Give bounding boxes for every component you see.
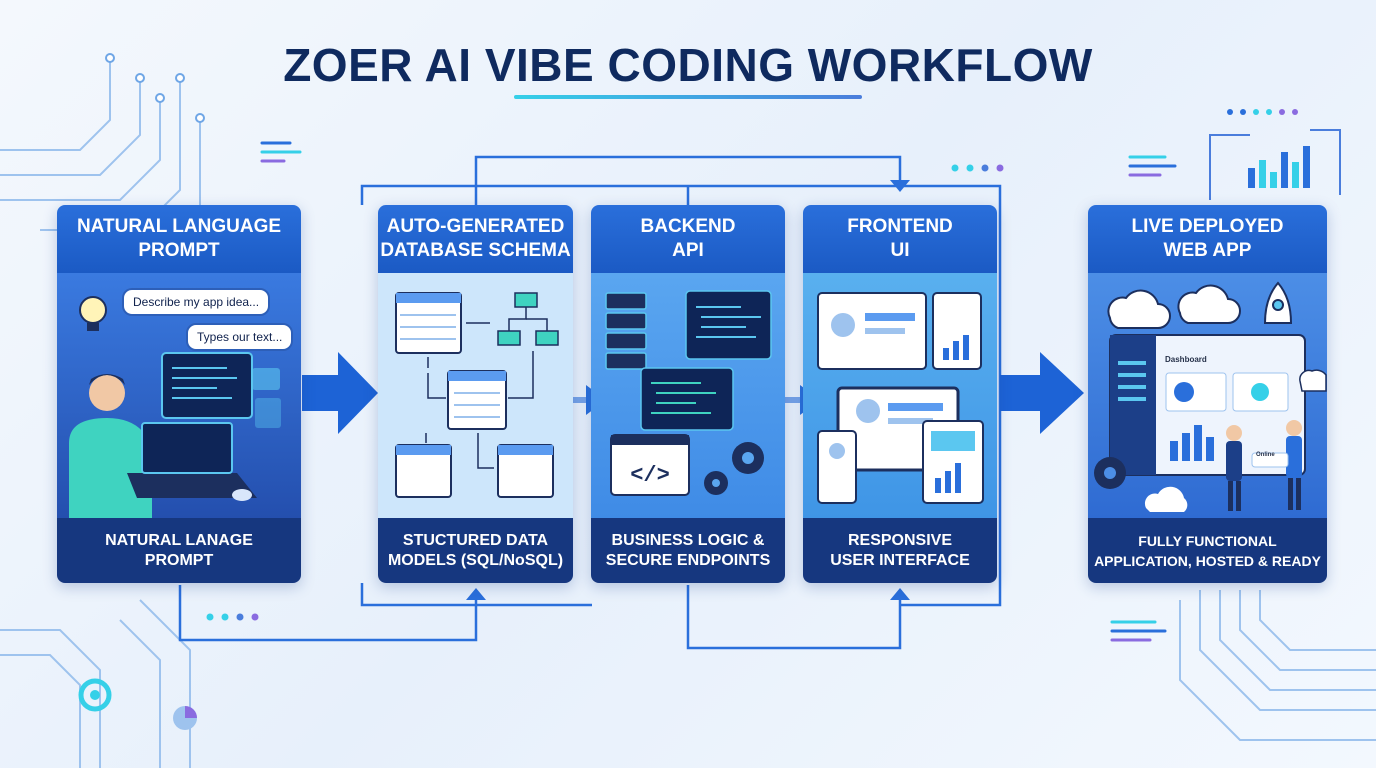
svg-text:</>: </> [630, 463, 670, 488]
stage-footer: BUSINESS LOGIC & SECURE ENDPOINTS [591, 518, 785, 583]
stage-footer: NATURAL LANAGE PROMPT [57, 518, 301, 583]
monitor [161, 352, 253, 419]
prompt-illustration [69, 296, 281, 518]
person-left [1226, 425, 1242, 511]
circuit-lines-top-right [1209, 129, 1341, 200]
stage-footer: RESPONSIVE USER INTERFACE [803, 518, 997, 583]
circuit-lines-bottom-left [0, 599, 191, 768]
circuit-nodes-top-left [105, 53, 205, 123]
stage-footer: STUCTURED DATA MODELS (SQL/NoSQL) [378, 518, 573, 583]
title-underline [514, 95, 862, 99]
stage-title: AUTO-GENERATED DATABASE SCHEMA [378, 205, 573, 273]
server-icon [605, 292, 647, 370]
stage-card-frontend: FRONTEND UI RESPONSIVE USER INTERFACE [803, 205, 997, 583]
dash-lines [260, 141, 1177, 642]
target-ring-icon [78, 678, 112, 712]
frontend-illustration [817, 292, 984, 504]
stage-illustration: Dashboard Online [1088, 273, 1327, 518]
prompt-bubble-2: Types our text... [186, 323, 294, 351]
pie-chart-icon-bottom-left [173, 706, 197, 730]
gear-icon [704, 442, 764, 495]
laptop [127, 473, 257, 498]
connector-arrowheads [466, 180, 910, 600]
stage-illustration: Describe my app idea... Types our text..… [57, 273, 301, 518]
stage-title: BACKEND API [591, 205, 785, 273]
person-right [1286, 420, 1302, 510]
bar-chart-icon-top-right [1248, 146, 1310, 188]
cloud-upload-icon [1107, 284, 1241, 329]
stage-card-backend: BACKEND API </> [591, 205, 785, 583]
stage-card-deployed: LIVE DEPLOYED WEB APP [1088, 205, 1327, 583]
stage-footer: FULLY FUNCTIONAL APPLICATION, HOSTED & R… [1088, 518, 1327, 583]
lightbulb-icon [79, 296, 107, 331]
rocket-icon [1263, 281, 1293, 324]
backend-illustration: </> [605, 290, 772, 496]
circuit-lines-bottom-right [1179, 590, 1376, 741]
dot-rows [206, 109, 1298, 621]
code-icon: </> [610, 434, 690, 496]
stage-card-prompt: NATURAL LANGUAGE PROMPT Describe my [57, 205, 301, 583]
person [69, 374, 152, 518]
mouse [232, 489, 252, 501]
stage-title: LIVE DEPLOYED WEB APP [1088, 205, 1327, 273]
stage-illustration [378, 273, 573, 518]
flow-arrow-4 [1000, 352, 1084, 434]
gear-icon [1094, 457, 1126, 489]
stage-illustration [803, 273, 997, 518]
page-title: ZOER AI VIBE CODING WORKFLOW [283, 39, 1093, 91]
stage-title: NATURAL LANGUAGE PROMPT [57, 205, 301, 273]
flow-arrow-1 [302, 352, 378, 434]
stage-title: FRONTEND UI [803, 205, 997, 273]
deployed-illustration [1094, 281, 1327, 512]
schema-diagram [395, 292, 559, 498]
stage-card-database: AUTO-GENERATED DATABASE SCHEMA [378, 205, 573, 583]
connector-loops [178, 155, 1002, 650]
stage-illustration: </> [591, 273, 785, 518]
online-button: Online [1256, 452, 1275, 458]
dashboard-label: Dashboard [1165, 355, 1207, 364]
user-icon [831, 313, 855, 337]
prompt-bubble-1: Describe my app idea... [122, 288, 271, 316]
